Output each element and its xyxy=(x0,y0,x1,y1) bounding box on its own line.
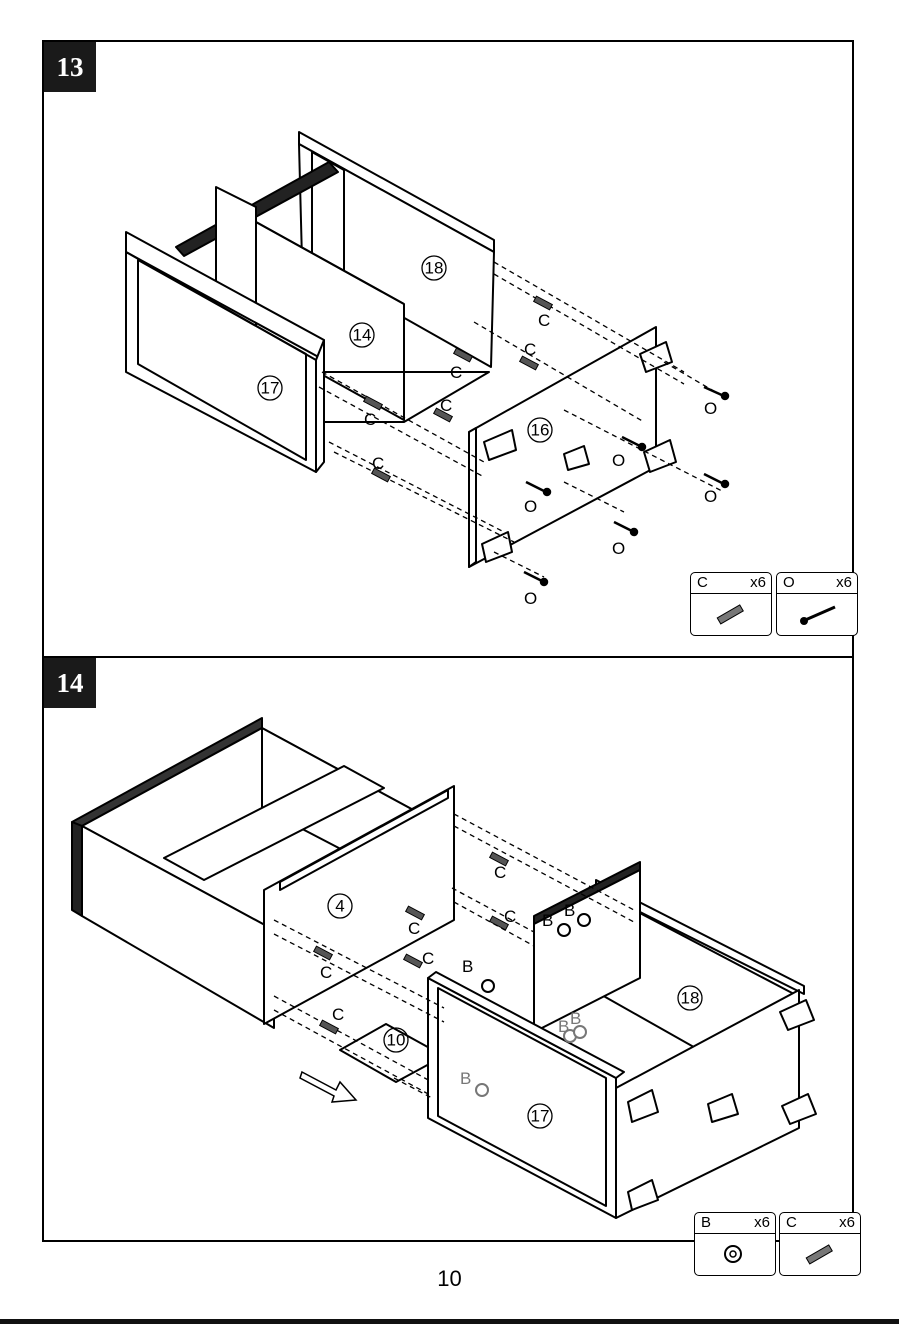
label-c: C xyxy=(422,949,434,968)
label-c: C xyxy=(538,311,550,330)
label-o: O xyxy=(704,399,717,418)
label-o: O xyxy=(704,487,717,506)
part-number-4: 4 xyxy=(335,897,344,916)
dowel-icon xyxy=(800,1239,840,1269)
hardware-letter: O xyxy=(783,574,795,591)
label-o: O xyxy=(612,451,625,470)
part-number-16: 16 xyxy=(531,421,550,440)
hardware-box-c: C x6 xyxy=(690,572,772,636)
label-b: B xyxy=(462,957,473,976)
step-14-panel: 14 xyxy=(42,656,854,1242)
part-number-18: 18 xyxy=(681,989,700,1008)
label-c: C xyxy=(504,907,516,926)
dowel-icon xyxy=(711,599,751,629)
part-number-17: 17 xyxy=(531,1107,550,1126)
hardware-qty: x6 xyxy=(754,1214,770,1231)
direction-arrow-icon xyxy=(300,1072,356,1102)
panel-17 xyxy=(428,978,616,1218)
part-number-14: 14 xyxy=(353,326,372,345)
label-c: C xyxy=(364,410,376,429)
label-o: O xyxy=(612,539,625,558)
label-b: B xyxy=(558,1017,569,1036)
part-number-10: 10 xyxy=(387,1031,406,1050)
hardware-letter: C xyxy=(786,1214,797,1231)
label-o: O xyxy=(524,497,537,516)
part-number-17: 17 xyxy=(261,379,280,398)
step-13-panel: 13 xyxy=(42,40,854,658)
screw-icon xyxy=(797,599,841,629)
step-13-illustration: 18 14 17 16 C C C C C C O O O O O O xyxy=(44,42,852,656)
hardware-letter: B xyxy=(701,1214,711,1231)
label-c: C xyxy=(494,863,506,882)
label-b: B xyxy=(564,901,575,920)
step-14-illustration: 4 10 18 17 C C C C C C B B B B B B xyxy=(44,658,852,1240)
page-number: 10 xyxy=(0,1266,899,1292)
hardware-qty: x6 xyxy=(839,1214,855,1231)
label-b: B xyxy=(460,1069,471,1088)
label-c: C xyxy=(440,396,452,415)
label-c: C xyxy=(332,1005,344,1024)
label-c: C xyxy=(450,363,462,382)
label-c: C xyxy=(524,340,536,359)
label-c: C xyxy=(408,919,420,938)
hardware-qty: x6 xyxy=(750,574,766,591)
label-b: B xyxy=(542,911,553,930)
cam-lock-icon xyxy=(715,1239,755,1269)
hardware-letter: C xyxy=(697,574,708,591)
part-number-18: 18 xyxy=(425,259,444,278)
hardware-box-o: O x6 xyxy=(776,572,858,636)
hardware-qty: x6 xyxy=(836,574,852,591)
label-o: O xyxy=(524,589,537,608)
label-c: C xyxy=(320,963,332,982)
bottom-rule xyxy=(0,1319,899,1324)
label-c: C xyxy=(372,454,384,473)
label-b: B xyxy=(570,1009,581,1028)
